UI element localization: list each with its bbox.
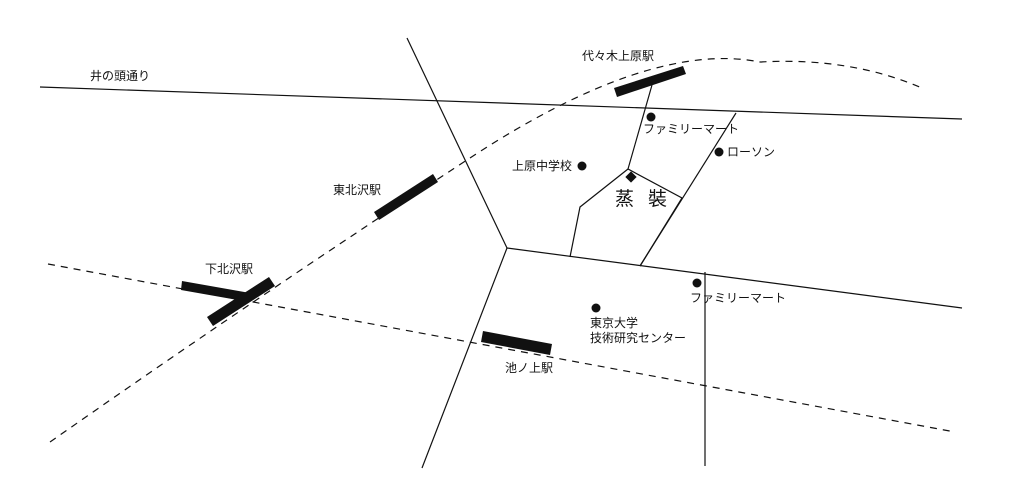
dot-lawson bbox=[714, 147, 724, 157]
road-inokashira bbox=[39, 86, 963, 120]
dot-uehara-jhs bbox=[577, 161, 587, 171]
landmark-label-lawson: ローソン bbox=[727, 145, 776, 159]
station-block-yoyogi-uehara bbox=[614, 66, 686, 97]
station-label-higashi-kitazawa: 東北沢駅 bbox=[333, 183, 382, 197]
road-south-diagonal bbox=[421, 247, 508, 469]
railway-odakyu bbox=[49, 57, 923, 443]
dot-todai bbox=[591, 303, 601, 313]
destination-marker bbox=[625, 171, 637, 183]
railway-inokashira bbox=[47, 263, 956, 433]
landmark-label-uehara-jhs: 上原中学校 bbox=[512, 159, 573, 173]
station-block-higashi-kitazawa bbox=[374, 174, 438, 220]
road-north-diagonal bbox=[406, 37, 508, 249]
landmark-label-todai-line1: 東京大学 bbox=[590, 316, 639, 330]
station-label-shimo-kitazawa: 下北沢駅 bbox=[205, 262, 254, 276]
road-east bbox=[506, 247, 963, 309]
street-north-to-familymart bbox=[627, 84, 653, 170]
station-label-yoyogi-uehara: 代々木上原駅 bbox=[582, 49, 655, 63]
landmark-label-familymart-north: ファミリーマート bbox=[643, 122, 740, 136]
road-label-inokashira: 井の頭通り bbox=[90, 69, 151, 83]
landmark-label-todai-line2: 技術研究センター bbox=[590, 331, 687, 345]
dot-familymart-north bbox=[646, 112, 656, 122]
street-destination-block bbox=[569, 168, 683, 267]
station-label-ikenoue: 池ノ上駅 bbox=[505, 361, 554, 375]
station-block-ikenoue bbox=[481, 331, 552, 355]
destination-label: 蒸 裝 bbox=[615, 188, 672, 210]
dot-familymart-south bbox=[692, 278, 702, 288]
street-to-lawson bbox=[639, 112, 737, 267]
station-block-shimo-kitazawa-odakyu bbox=[207, 277, 275, 326]
landmark-label-familymart-south: ファミリーマート bbox=[690, 291, 787, 305]
station-block-shimo-kitazawa-inokashira bbox=[181, 281, 250, 302]
